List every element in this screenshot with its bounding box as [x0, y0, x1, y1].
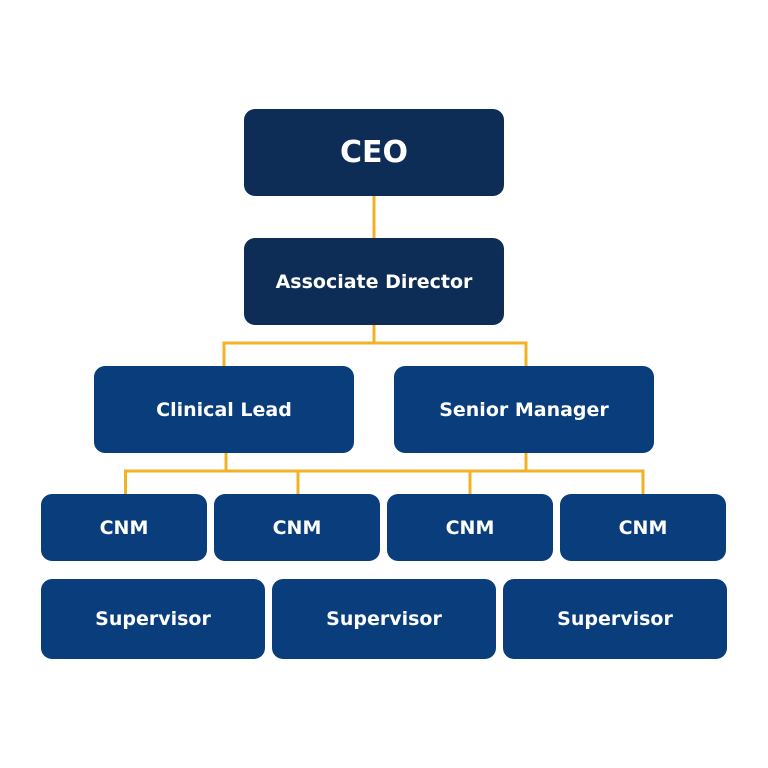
supervisor-box-1: Supervisor [41, 579, 265, 659]
supervisor-box-2: Supervisor [272, 579, 496, 659]
supervisor-label: Supervisor [95, 608, 211, 630]
clinical-lead-label: Clinical Lead [156, 398, 292, 421]
cnm-label: CNM [618, 516, 668, 539]
cnm-label: CNM [99, 516, 149, 539]
supervisor-label: Supervisor [557, 608, 673, 630]
senior-manager-box: Senior Manager [394, 366, 654, 453]
cnm-label: CNM [445, 516, 495, 539]
cnm-box-2: CNM [214, 494, 380, 561]
cnm-box-3: CNM [387, 494, 553, 561]
senior-manager-label: Senior Manager [439, 398, 609, 421]
associate-director-label: Associate Director [275, 270, 473, 293]
ceo-box: CEO [244, 109, 504, 196]
cnm-box-1: CNM [41, 494, 207, 561]
cnm-box-4: CNM [560, 494, 726, 561]
cnm-label: CNM [272, 516, 322, 539]
clinical-lead-box: Clinical Lead [94, 366, 354, 453]
associate-director-box: Associate Director [244, 238, 504, 325]
ceo-label: CEO [339, 135, 408, 170]
supervisor-label: Supervisor [326, 608, 442, 630]
supervisor-box-3: Supervisor [503, 579, 727, 659]
